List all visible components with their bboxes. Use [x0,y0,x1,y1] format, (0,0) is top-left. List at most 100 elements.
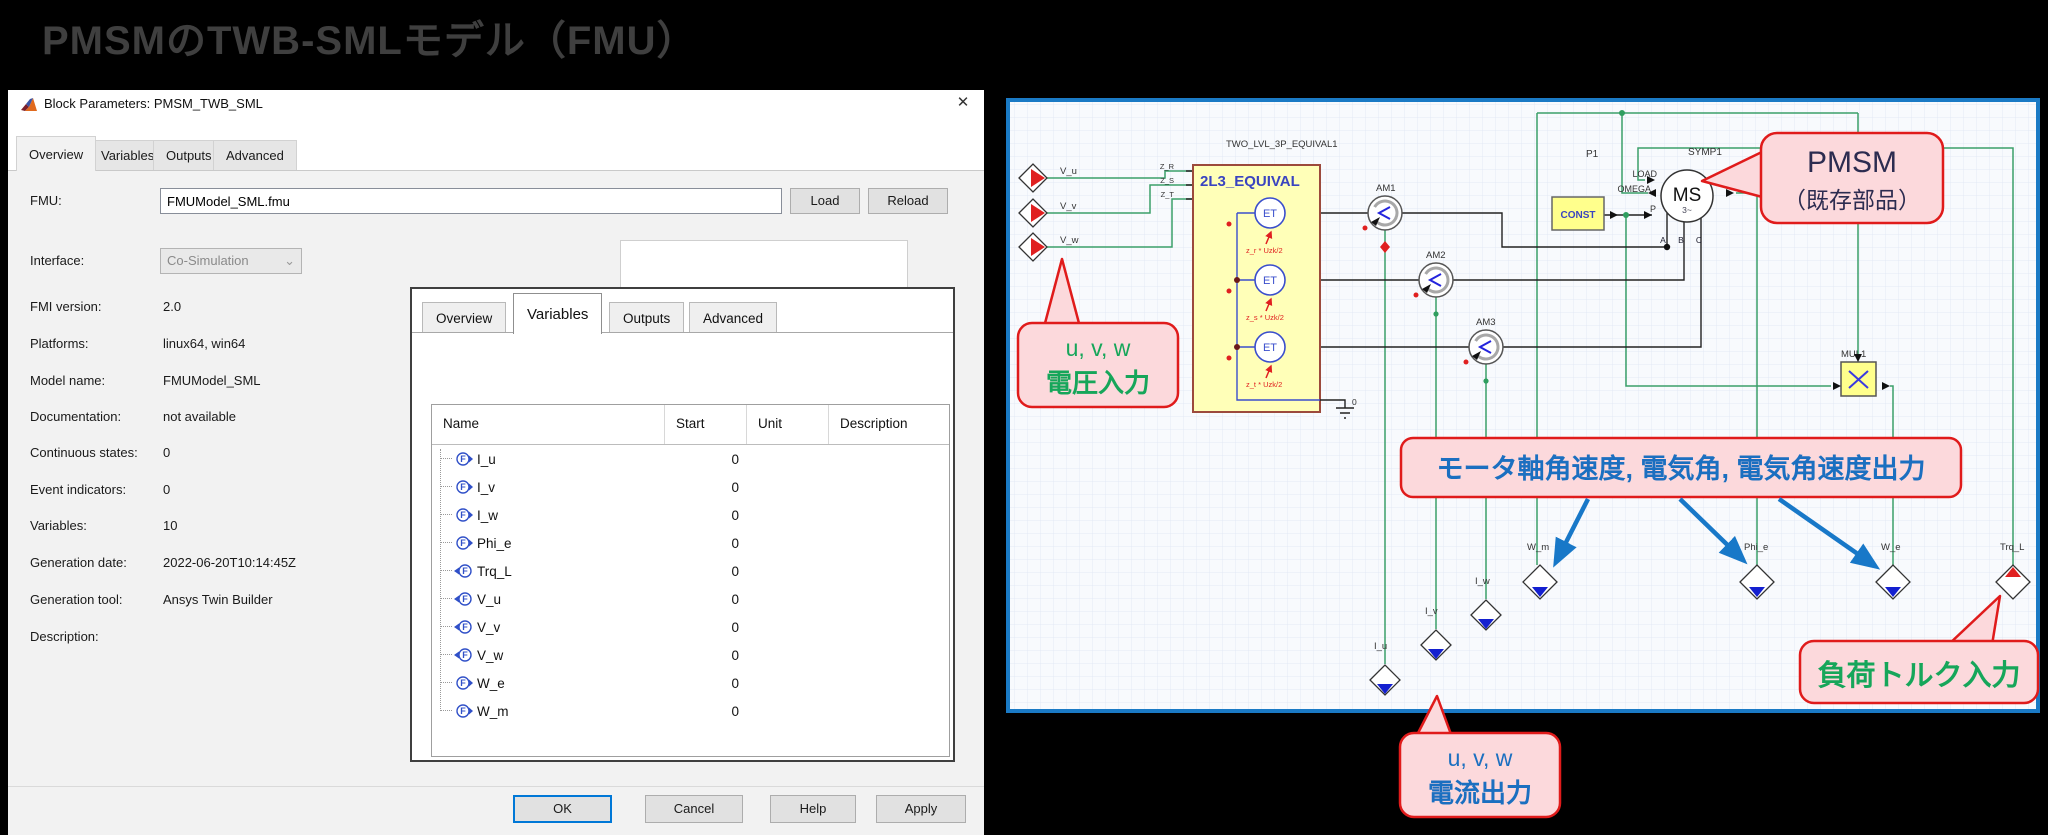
variable-name: W_m [477,703,509,719]
et-source-2: ET z_s * Uzk/2 [1226,264,1286,322]
svg-text:V_u: V_u [1060,166,1077,177]
panel-tab-overview[interactable]: Overview [422,302,507,333]
twin-builder-schematic: V_u V_v V_w TWO_LVL_3P_EQUIVAL1 2L3_EQUI… [1006,98,2040,819]
info-value: 10 [163,518,178,533]
table-row[interactable]: F W_e 0 [432,669,949,697]
table-row[interactable]: F V_w 0 [432,641,949,669]
panel-tab-advanced[interactable]: Advanced [689,302,778,333]
matlab-icon [21,98,37,111]
variable-start: 0 [731,591,739,607]
svg-text:負荷トルク入力: 負荷トルク入力 [1817,659,2020,692]
input-port-icon: F [454,620,472,634]
input-port-icon: F [454,648,472,662]
et-source-3: ET z_t * Uzk/2 [1226,331,1286,389]
tab-overview[interactable]: Overview [16,136,97,171]
table-row[interactable]: F I_w 0 [432,501,949,529]
variable-start: 0 [731,479,739,495]
variable-name: V_w [477,647,504,663]
junction-dot [1619,110,1625,116]
info-value: Ansys Twin Builder [163,592,273,607]
output-port-iu: I_u [1369,641,1401,696]
slide-title: PMSMのTWB-SMLモデル（FMU） [42,19,698,63]
variable-start: 0 [731,535,739,551]
table-row[interactable]: F V_v 0 [432,613,949,641]
svg-text:V_w: V_w [1060,235,1079,246]
svg-text:ET: ET [1263,275,1277,287]
svg-text:モータ軸角速度, 電気角, 電気角速度出力: モータ軸角速度, 電気角, 電気角速度出力 [1436,453,1925,484]
info-value: 2.0 [163,299,182,314]
tab-divider [8,170,984,171]
table-row[interactable]: F V_u 0 [432,585,949,613]
load-button[interactable]: Load [790,188,860,214]
svg-text:W_e: W_e [1881,542,1901,553]
svg-text:LOAD: LOAD [1632,169,1657,179]
column-name: Name [432,405,665,444]
interface-label: Interface: [30,253,85,268]
help-button[interactable]: Help [770,795,856,823]
close-icon[interactable]: ✕ [956,94,970,111]
output-port-icon: F [456,676,473,690]
panel-tab-variables[interactable]: Variables [513,293,603,334]
column-description: Description [840,416,908,431]
svg-text:F: F [462,566,468,576]
tab-advanced[interactable]: Advanced [213,140,297,170]
table-row[interactable]: F W_m 0 [432,697,949,725]
table-row[interactable]: F Phi_e 0 [432,529,949,557]
fmu-label: FMU: [30,193,62,208]
multiplier-block: MUL1 [1833,349,1890,397]
output-port-iv: I_v [1420,606,1452,661]
variable-name: Trq_L [477,563,512,579]
variable-name: I_u [477,451,496,467]
info-label: Generation tool: [30,592,123,607]
info-label: Model name: [30,373,106,388]
output-port-icon: F [456,452,473,466]
svg-text:I_w: I_w [1475,576,1490,587]
table-header: Name Start Unit Description [432,405,949,445]
info-label: Variables: [30,518,87,533]
fmu-path-input[interactable] [160,188,782,214]
svg-text:ET: ET [1263,208,1277,220]
table-row[interactable]: F I_v 0 [432,473,949,501]
svg-text:AM2: AM2 [1426,250,1446,261]
variables-panel: Overview Variables Outputs Advanced Name… [410,287,955,762]
svg-text:F: F [460,510,466,520]
variable-name: W_e [477,675,505,691]
variable-start: 0 [731,703,739,719]
ammeter-am3: AM3 [1463,317,1504,365]
variable-name: Phi_e [477,535,512,551]
interface-select[interactable]: Co-Simulation ⌄ [160,248,302,274]
info-value: linux64, win64 [163,336,246,351]
reload-button[interactable]: Reload [868,188,948,214]
svg-text:F: F [460,482,466,492]
svg-text:F: F [462,650,468,660]
svg-text:F: F [460,706,466,716]
svg-text:Z_S: Z_S [1160,176,1174,185]
pmsm-callout: PMSM （既存部品） [1700,131,1945,225]
variable-name: I_w [477,507,499,523]
svg-text:u, v, w: u, v, w [1448,745,1513,771]
table-row[interactable]: F I_u 0 [432,445,949,473]
variable-start: 0 [731,675,739,691]
column-unit: Unit [747,405,829,444]
input-port-icon: F [454,564,472,578]
svg-text:F: F [460,454,466,464]
svg-text:z_s * Uzk/2: z_s * Uzk/2 [1246,313,1284,322]
info-label: Generation date: [30,555,127,570]
apply-button[interactable]: Apply [876,795,966,823]
svg-text:P1: P1 [1586,149,1599,160]
table-row[interactable]: F Trq_L 0 [432,557,949,585]
ok-button[interactable]: OK [513,795,612,823]
svg-text:2L3_EQUIVAL: 2L3_EQUIVAL [1200,173,1300,190]
dialog-titlebar[interactable]: Block Parameters: PMSM_TWB_SML ✕ [8,90,984,117]
voltage-input-ports: V_u V_v V_w [1018,163,1079,262]
output-port-icon: F [456,536,473,550]
cancel-button[interactable]: Cancel [645,795,743,823]
output-port-iw: I_w [1470,576,1502,631]
marker-dot [1380,241,1390,253]
variable-name: I_v [477,479,496,495]
svg-text:A: A [1660,235,1666,245]
svg-text:AM1: AM1 [1376,183,1396,194]
panel-tab-outputs[interactable]: Outputs [609,302,685,333]
et-source-1: ET z_r * Uzk/2 [1226,197,1286,255]
svg-text:u, v, w: u, v, w [1066,335,1131,361]
